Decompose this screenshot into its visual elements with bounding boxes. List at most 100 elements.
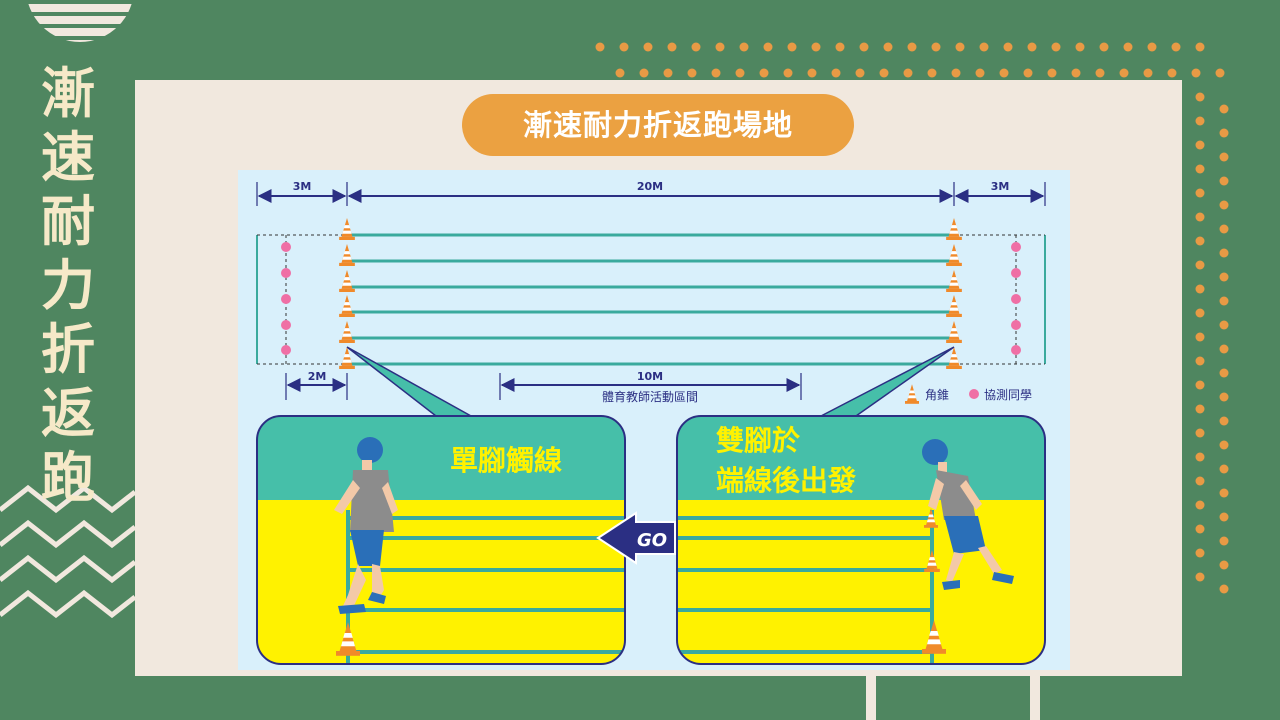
orange-dot bbox=[979, 42, 989, 52]
orange-dot bbox=[1219, 416, 1229, 426]
side-title: 漸 速 耐 力 折 返 跑 bbox=[38, 62, 98, 510]
go-arrow: GO bbox=[596, 511, 676, 565]
orange-dot bbox=[835, 42, 845, 52]
orange-dot bbox=[1195, 548, 1205, 558]
legend-helper-icon bbox=[969, 389, 979, 399]
orange-dot bbox=[831, 68, 841, 78]
orange-dot bbox=[1219, 488, 1229, 498]
orange-dot bbox=[1195, 284, 1205, 294]
orange-dot bbox=[951, 68, 961, 78]
teacher-zone-label: 體育教師活動區間 bbox=[602, 389, 698, 404]
orange-dots-decor bbox=[595, 42, 1229, 594]
orange-dot bbox=[1219, 104, 1229, 114]
orange-dot bbox=[1219, 320, 1229, 330]
orange-dot bbox=[1195, 164, 1205, 174]
orange-dot bbox=[619, 42, 629, 52]
stand-leg bbox=[1030, 672, 1040, 720]
orange-dot bbox=[691, 42, 701, 52]
side-title-char: 返 bbox=[41, 382, 95, 445]
orange-dot bbox=[1195, 500, 1205, 510]
runner-left-figure bbox=[334, 437, 398, 614]
orange-dot bbox=[1195, 92, 1205, 102]
orange-dot bbox=[1195, 308, 1205, 318]
orange-dot bbox=[1195, 476, 1205, 486]
banner-title: 漸速耐力折返跑場地 bbox=[462, 94, 854, 156]
dim-right-label: 3M bbox=[991, 180, 1010, 193]
orange-dot bbox=[1219, 440, 1229, 450]
panel-single-foot: 單腳觸線 bbox=[256, 415, 626, 665]
orange-dot bbox=[739, 42, 749, 52]
orange-dot bbox=[783, 68, 793, 78]
orange-dot bbox=[1195, 356, 1205, 366]
side-title-char: 耐 bbox=[41, 190, 95, 253]
orange-dot bbox=[711, 68, 721, 78]
side-title-char: 力 bbox=[41, 254, 95, 317]
helper-markers bbox=[281, 242, 1021, 355]
zigzag-decor bbox=[0, 484, 137, 619]
orange-dot bbox=[1215, 68, 1225, 78]
orange-dot bbox=[615, 68, 625, 78]
orange-dot bbox=[1027, 42, 1037, 52]
orange-dot bbox=[1195, 236, 1205, 246]
orange-dot bbox=[1219, 248, 1229, 258]
orange-dot bbox=[1195, 380, 1205, 390]
orange-dot bbox=[1219, 368, 1229, 378]
orange-dot bbox=[1195, 452, 1205, 462]
legend-helper-label: 協測同學 bbox=[984, 387, 1032, 402]
legend: 角錐 協測同學 bbox=[905, 384, 1032, 404]
orange-dot bbox=[687, 68, 697, 78]
orange-dot bbox=[1143, 68, 1153, 78]
side-title-char: 跑 bbox=[41, 446, 95, 509]
orange-dot bbox=[955, 42, 965, 52]
orange-dot bbox=[1047, 68, 1057, 78]
orange-dot bbox=[1219, 128, 1229, 138]
orange-dot bbox=[1147, 42, 1157, 52]
go-label: GO bbox=[637, 530, 667, 551]
orange-dot bbox=[1195, 212, 1205, 222]
orange-dot bbox=[667, 42, 677, 52]
orange-dot bbox=[643, 42, 653, 52]
orange-dot bbox=[931, 42, 941, 52]
orange-dot bbox=[1195, 188, 1205, 198]
orange-dot bbox=[1195, 404, 1205, 414]
dim-main-label: 20M bbox=[637, 180, 663, 193]
orange-dot bbox=[927, 68, 937, 78]
dim-offset-label: 2M bbox=[308, 370, 327, 383]
orange-dot bbox=[595, 42, 605, 52]
orange-dot bbox=[1195, 572, 1205, 582]
orange-dot bbox=[1195, 42, 1205, 52]
orange-dot bbox=[1195, 332, 1205, 342]
orange-dot bbox=[1195, 524, 1205, 534]
orange-dot bbox=[1219, 584, 1229, 594]
orange-dot bbox=[1219, 296, 1229, 306]
orange-dot bbox=[1167, 68, 1177, 78]
orange-dot bbox=[1219, 344, 1229, 354]
orange-dot bbox=[1023, 68, 1033, 78]
side-title-char: 漸 bbox=[41, 62, 95, 125]
orange-dot bbox=[763, 42, 773, 52]
orange-dot bbox=[1095, 68, 1105, 78]
stand-leg bbox=[866, 672, 876, 720]
side-title-char: 折 bbox=[41, 318, 95, 381]
orange-dot bbox=[811, 42, 821, 52]
orange-dot bbox=[1195, 140, 1205, 150]
orange-dot bbox=[1219, 560, 1229, 570]
orange-dot bbox=[1195, 116, 1205, 126]
orange-dot bbox=[663, 68, 673, 78]
orange-dot bbox=[735, 68, 745, 78]
orange-dot bbox=[1219, 176, 1229, 186]
orange-dot bbox=[1219, 392, 1229, 402]
panel-right-caption-line1: 雙腳於 bbox=[716, 424, 800, 457]
orange-dot bbox=[1171, 42, 1181, 52]
orange-dot bbox=[1075, 42, 1085, 52]
orange-dot bbox=[807, 68, 817, 78]
orange-dot bbox=[903, 68, 913, 78]
orange-dot bbox=[759, 68, 769, 78]
orange-dot bbox=[1099, 42, 1109, 52]
legend-cone-label: 角錐 bbox=[925, 387, 949, 402]
side-title-char: 速 bbox=[41, 126, 95, 189]
orange-dot bbox=[787, 42, 797, 52]
orange-dot bbox=[1219, 224, 1229, 234]
orange-dot bbox=[1191, 68, 1201, 78]
